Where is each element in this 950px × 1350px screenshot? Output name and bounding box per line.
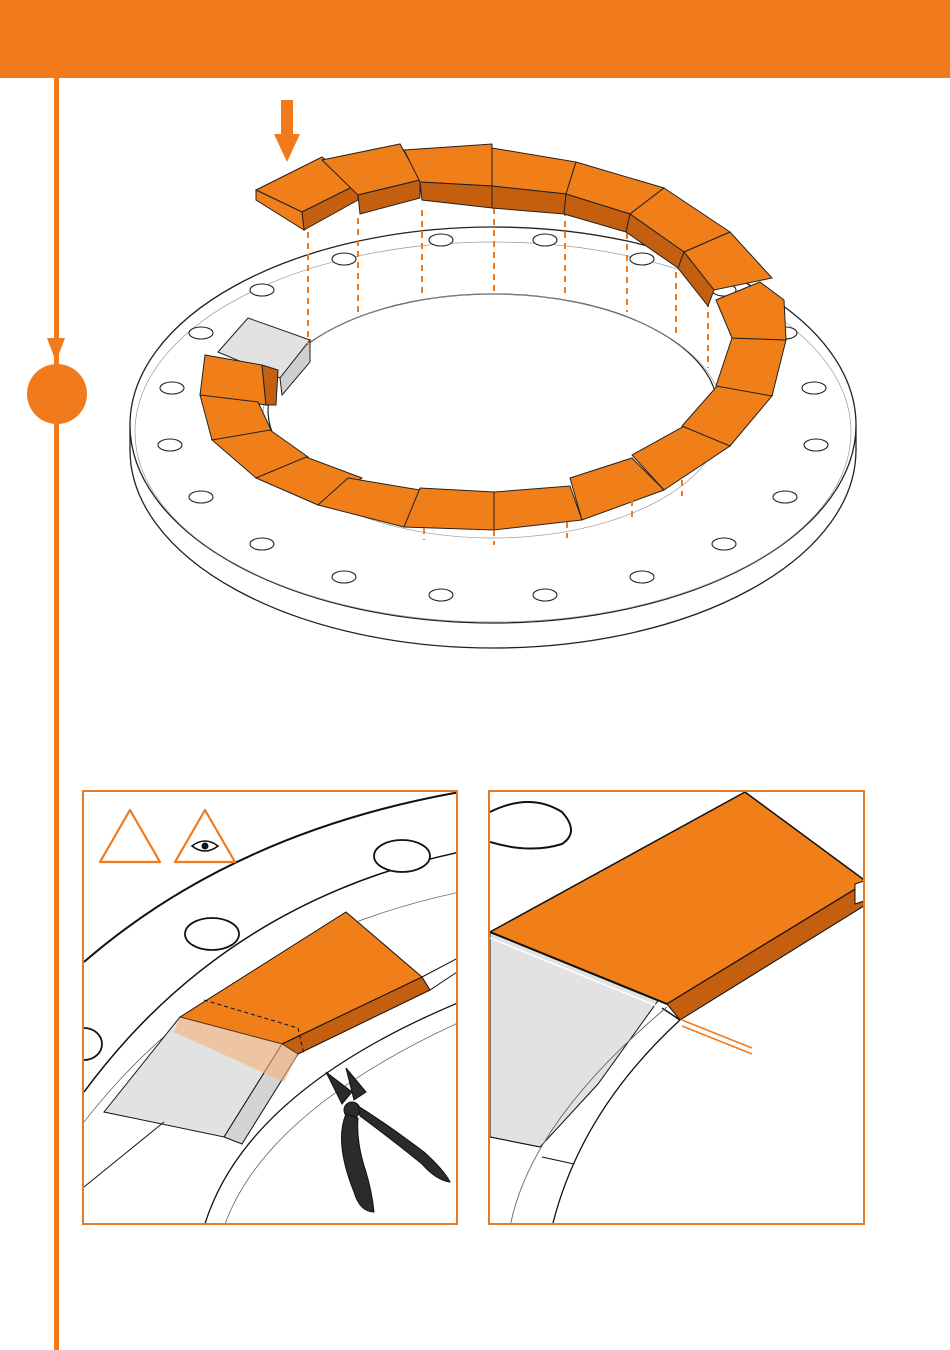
side-cutter-pliers-icon [326,1068,450,1212]
step-timeline-arrow [47,338,65,362]
warning-triangle-icon [100,810,160,862]
inspect-eye-triangle-icon [175,810,235,862]
detail-panel-right [488,790,865,1225]
step-number-circle [27,364,87,424]
page-header-band [0,0,950,78]
step-timeline-line [54,50,59,1350]
detail-panel-left [82,790,458,1225]
ring-segment-assembly-illustration [120,90,880,660]
segment-joint-detail-illustration [490,792,865,1225]
